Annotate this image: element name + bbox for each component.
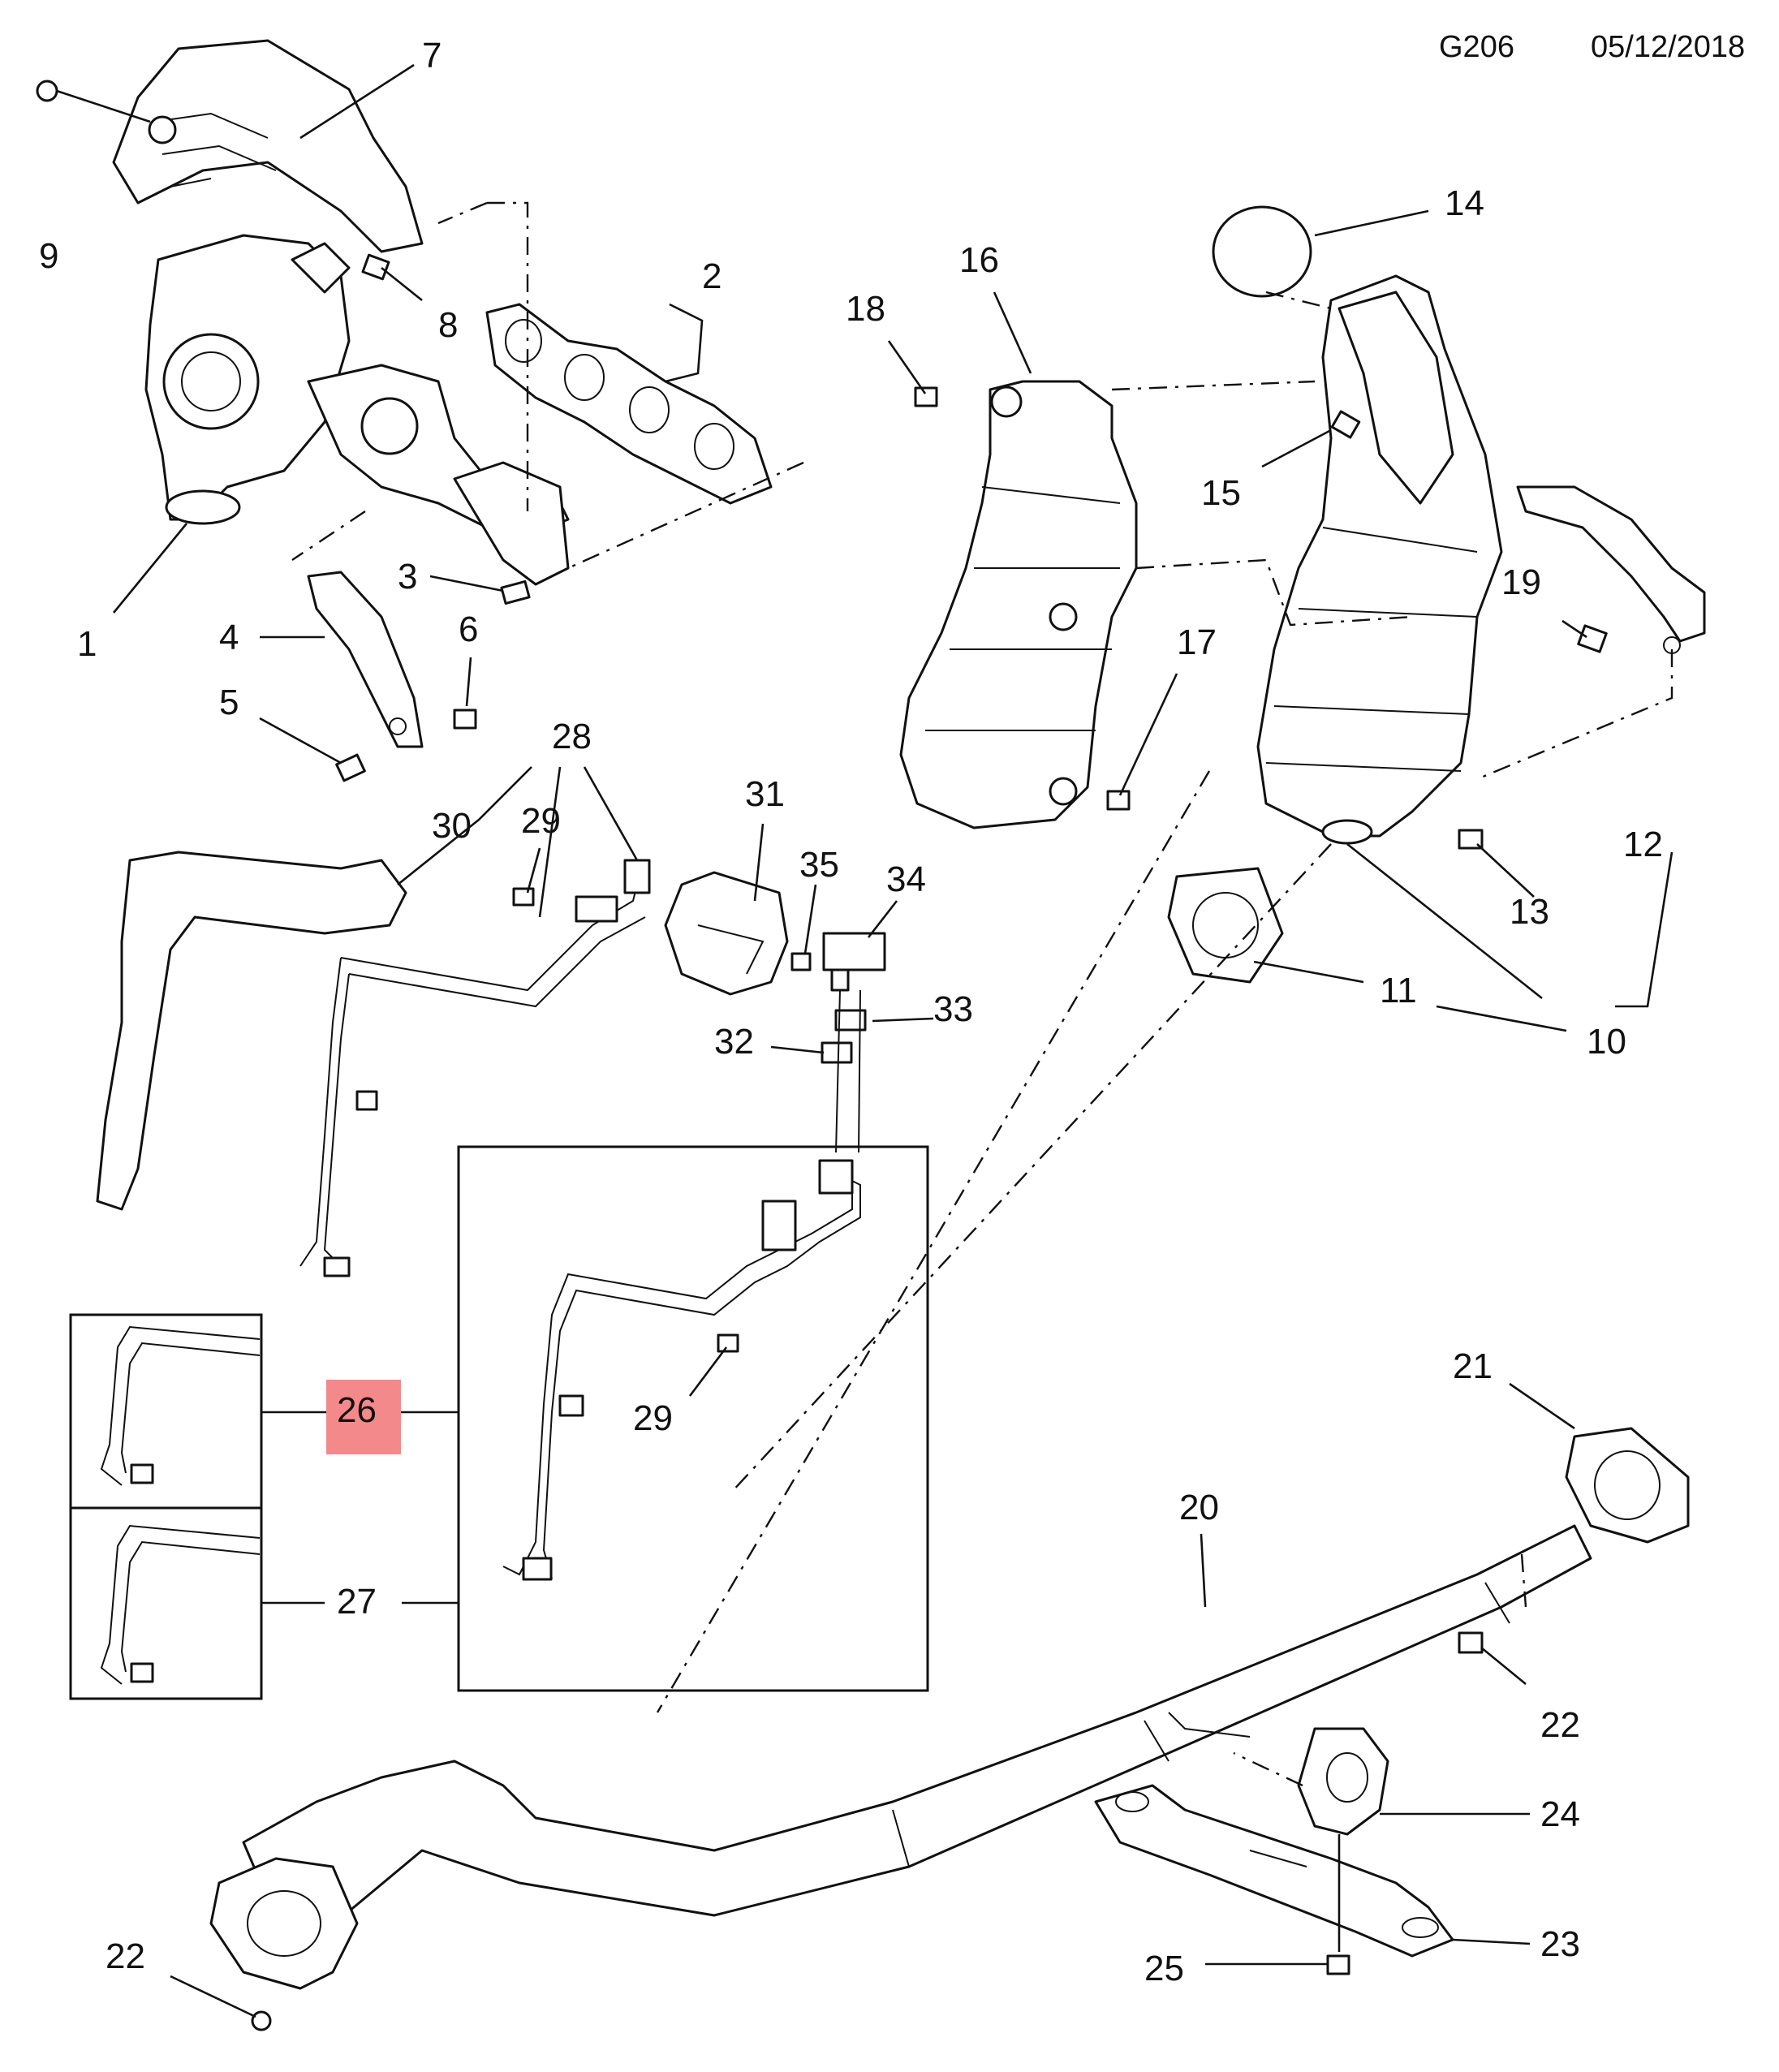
callout-4: 4 xyxy=(219,618,239,657)
callout-1: 1 xyxy=(77,624,97,664)
nut-18 xyxy=(914,386,938,407)
nut-35 xyxy=(790,952,812,971)
bracket-12 xyxy=(1516,485,1706,654)
bolt-19 xyxy=(1577,624,1608,653)
turbocharger-1 xyxy=(144,234,351,525)
callout-19: 19 xyxy=(1501,562,1541,602)
rubber-mount-24 xyxy=(1168,1712,1389,1836)
bolt-17 xyxy=(1106,790,1131,811)
diagram-date: 05/12/2018 xyxy=(1591,30,1745,64)
dash-7 xyxy=(437,201,529,511)
callout-34: 34 xyxy=(886,859,926,899)
callout-2: 2 xyxy=(702,256,722,296)
callout-31: 31 xyxy=(745,774,785,814)
heat-shield-16 xyxy=(899,380,1138,829)
crossmember-23 xyxy=(1094,1784,1454,1958)
callout-28: 28 xyxy=(552,717,592,756)
pressure-line-28 xyxy=(299,859,651,1277)
nut-22-left xyxy=(251,2010,272,2031)
gasket-14 xyxy=(1212,205,1312,298)
highlight-26 xyxy=(326,1380,401,1454)
callout-21: 21 xyxy=(1453,1346,1493,1386)
clip-32 xyxy=(821,1041,853,1064)
catalytic-converter-10 xyxy=(1256,274,1503,845)
callout-22-right: 22 xyxy=(1540,1705,1580,1745)
callout-32: 32 xyxy=(714,1022,754,1062)
dash-manifold xyxy=(291,461,804,570)
sensor-bracket-31 xyxy=(664,871,789,996)
callout-14: 14 xyxy=(1445,183,1484,223)
nut-22-right xyxy=(1458,1631,1484,1654)
gasket-21 xyxy=(1565,1427,1690,1544)
dash-converter xyxy=(656,291,1673,1713)
callout-12: 12 xyxy=(1623,825,1663,864)
callout-9: 9 xyxy=(39,236,58,276)
callout-29-upper: 29 xyxy=(521,801,561,841)
callout-13: 13 xyxy=(1510,892,1549,932)
diagram-code: G206 xyxy=(1439,30,1514,64)
callout-35: 35 xyxy=(799,845,839,885)
detail-frame-26 xyxy=(69,1313,263,1510)
nut-29-upper xyxy=(512,887,535,907)
callout-6: 6 xyxy=(459,610,478,649)
nut-13 xyxy=(1458,829,1484,850)
nut-25 xyxy=(1326,1954,1350,1975)
callout-25: 25 xyxy=(1144,1949,1184,1988)
callout-16: 16 xyxy=(959,240,999,280)
callout-10: 10 xyxy=(1587,1022,1626,1062)
manifold-gasket-2 xyxy=(485,303,773,505)
sensor-hose xyxy=(835,989,861,1153)
bolt-9 xyxy=(36,80,151,123)
callout-3: 3 xyxy=(398,557,417,597)
line-variant-27 xyxy=(100,1524,261,1685)
dash-mount xyxy=(1233,1553,1527,1787)
nut-29-lower xyxy=(717,1333,739,1353)
detail-frame-27 xyxy=(69,1506,263,1700)
callout-15: 15 xyxy=(1201,473,1241,513)
front-exhaust-pipe-20 xyxy=(209,1524,1592,1990)
callout-17: 17 xyxy=(1177,622,1217,662)
callout-24: 24 xyxy=(1540,1794,1580,1834)
bolt-6 xyxy=(453,709,477,730)
callout-11: 11 xyxy=(1380,971,1417,1010)
callout-23: 23 xyxy=(1540,1924,1580,1964)
heat-shield-7 xyxy=(112,39,424,253)
callout-26: 26 xyxy=(337,1390,377,1430)
pressure-sensor-34 xyxy=(822,932,886,992)
bolt-3 xyxy=(500,579,531,605)
bracket-4 xyxy=(307,571,424,748)
callout-22-left: 22 xyxy=(106,1936,145,1976)
pressure-line-detail xyxy=(502,1159,861,1581)
exhaust-manifold-body xyxy=(307,364,570,586)
line-variant-26 xyxy=(100,1325,261,1486)
callout-5: 5 xyxy=(219,683,239,722)
heat-shield-30 xyxy=(96,851,407,1211)
detail-frame-main xyxy=(457,1145,929,1692)
bolt-5 xyxy=(335,753,366,782)
callout-33: 33 xyxy=(933,989,973,1029)
flange-gasket-11 xyxy=(1167,867,1284,984)
callout-18: 18 xyxy=(846,289,885,329)
callout-27: 27 xyxy=(337,1582,377,1622)
bolt-8 xyxy=(361,253,390,281)
callout-7: 7 xyxy=(422,36,442,75)
callout-29-lower: 29 xyxy=(633,1398,673,1438)
callout-8: 8 xyxy=(438,305,458,345)
nut-15 xyxy=(1330,410,1361,439)
callout-20: 20 xyxy=(1179,1488,1219,1527)
callout-30: 30 xyxy=(432,806,472,846)
